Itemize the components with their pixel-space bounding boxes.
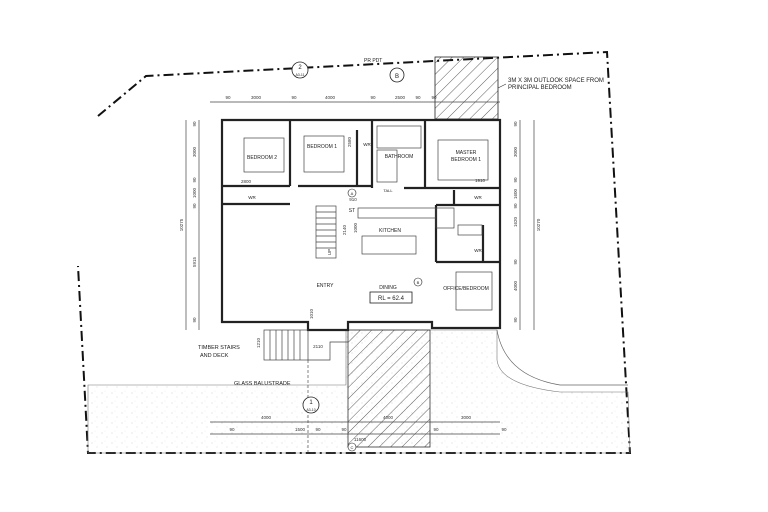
svg-text:1600: 1600 [513, 188, 518, 199]
svg-text:3000: 3000 [513, 146, 518, 157]
outlook-leader [497, 83, 507, 89]
dimensions-right: 90 3000 90 1600 90 1620 90 4000 90 10270 [513, 121, 541, 323]
svg-text:90: 90 [192, 317, 197, 323]
room-label-bedroom1: BEDROOM 1 [307, 144, 337, 150]
marker-ref: A3-10 [306, 408, 315, 412]
svg-text:1010: 1010 [309, 308, 314, 319]
room-label-wr: WR [474, 248, 482, 253]
dimensions-left: 90 3000 90 1000 90 5915 90 10275 [179, 121, 197, 323]
marker-number: 2 [298, 65, 302, 71]
interior-details [243, 125, 493, 361]
room-label-entry: ENTRY [317, 283, 335, 289]
level-value: RL = 62.4 [378, 296, 405, 302]
svg-text:2580: 2580 [347, 136, 352, 147]
svg-text:1000: 1000 [353, 222, 358, 233]
svg-text:1620: 1620 [513, 216, 518, 227]
svg-text:90: 90 [315, 427, 321, 432]
room-label-wr: WR [363, 142, 371, 147]
room-label-st: ST [349, 208, 355, 214]
level-box [369, 291, 413, 304]
svg-text:90: 90 [341, 427, 347, 432]
svg-text:90: 90 [229, 427, 235, 432]
section-marker-bottom: 1 A3-10 [302, 396, 320, 414]
svg-text:4000: 4000 [513, 280, 518, 291]
dimensions-inner: 2800 2140 910 1000 1910 2580 2110 1210 1… [241, 136, 486, 349]
svg-text:11600: 11600 [354, 437, 367, 442]
svg-text:1910: 1910 [475, 178, 486, 183]
svg-text:B: B [417, 280, 420, 285]
svg-text:90: 90 [513, 203, 518, 209]
site-boundary [77, 50, 632, 454]
room-label-office: OFFICE/BEDROOM [443, 286, 489, 292]
marker-label: B [395, 74, 399, 80]
svg-text:A: A [351, 191, 354, 196]
grid-marker-top: B [389, 67, 405, 83]
svg-text:90: 90 [431, 95, 437, 100]
room-label-master-bedroom: BEDROOM 1 [451, 157, 481, 163]
glass-note: GLASS BALUSTRADE [234, 381, 291, 387]
svg-text:10270: 10270 [536, 218, 541, 231]
marker-number: 1 [309, 400, 313, 406]
svg-text:90: 90 [192, 121, 197, 127]
marker-ref: A3-11 [295, 73, 304, 77]
svg-text:3000: 3000 [192, 146, 197, 157]
dimension-lines [185, 101, 535, 435]
boundary-note: PR PDT [364, 58, 382, 64]
svg-text:90: 90 [433, 427, 439, 432]
outlook-note-line2: PRINCIPAL BEDROOM [508, 85, 572, 91]
room-label-bathroom: BATHROOM [385, 154, 414, 160]
room-label-wr: WR [248, 195, 256, 200]
svg-text:4000: 4000 [325, 95, 336, 100]
room-label-dining: DINING [379, 285, 397, 291]
svg-text:90: 90 [513, 177, 518, 183]
svg-text:90: 90 [192, 177, 197, 183]
section-marker-top-left: 2 A3-11 [291, 61, 309, 79]
svg-text:90: 90 [513, 121, 518, 127]
timber-note-line1: TIMBER STAIRS [198, 345, 240, 351]
svg-text:3000: 3000 [251, 95, 262, 100]
stair-up-label: UP [327, 249, 332, 255]
svg-text:90: 90 [513, 259, 518, 265]
svg-text:3000: 3000 [461, 415, 472, 420]
svg-text:4000: 4000 [261, 415, 272, 420]
dimensions-bottom: 4000 4000 3000 90 1500 90 90 90 90 11600 [229, 415, 507, 442]
room-labels: BEDROOM 2 BEDROOM 1 BATHROOM MASTER BEDR… [247, 142, 489, 292]
svg-text:2800: 2800 [241, 179, 252, 184]
svg-text:90: 90 [192, 203, 197, 209]
svg-text:2500: 2500 [395, 95, 406, 100]
svg-text:90: 90 [513, 317, 518, 323]
dimensions-top: 90 3000 90 4000 90 2500 90 90 [225, 95, 437, 100]
room-label-master: MASTER [456, 150, 477, 156]
room-label-tall: TALL [383, 188, 393, 193]
outlook-note-line1: 3M X 3M OUTLOOK SPACE FROM [508, 78, 604, 84]
grid-marker-b: B [413, 277, 423, 287]
svg-text:1210: 1210 [256, 337, 261, 348]
svg-text:90: 90 [501, 427, 507, 432]
timber-note-line2: AND DECK [200, 353, 229, 359]
svg-text:1000: 1000 [192, 187, 197, 198]
grid-marker-c: C [347, 442, 357, 452]
svg-text:2140: 2140 [342, 224, 347, 235]
svg-text:10275: 10275 [179, 218, 184, 231]
svg-text:4000: 4000 [383, 415, 394, 420]
svg-text:C: C [351, 445, 354, 450]
svg-text:90: 90 [415, 95, 421, 100]
room-label-wr: WR [474, 195, 482, 200]
svg-text:910: 910 [349, 197, 357, 202]
svg-text:90: 90 [225, 95, 231, 100]
room-label-bedroom2: BEDROOM 2 [247, 155, 277, 161]
svg-text:90: 90 [370, 95, 376, 100]
driveway-hatch [347, 329, 431, 448]
path-curve [496, 329, 628, 386]
outlook-space-hatch [434, 56, 499, 120]
grid-marker-a: A [347, 188, 357, 198]
svg-text:2110: 2110 [313, 344, 323, 349]
svg-text:1500: 1500 [295, 427, 306, 432]
room-label-kitchen: KITCHEN [379, 228, 401, 234]
svg-text:90: 90 [291, 95, 297, 100]
svg-text:5915: 5915 [192, 256, 197, 267]
